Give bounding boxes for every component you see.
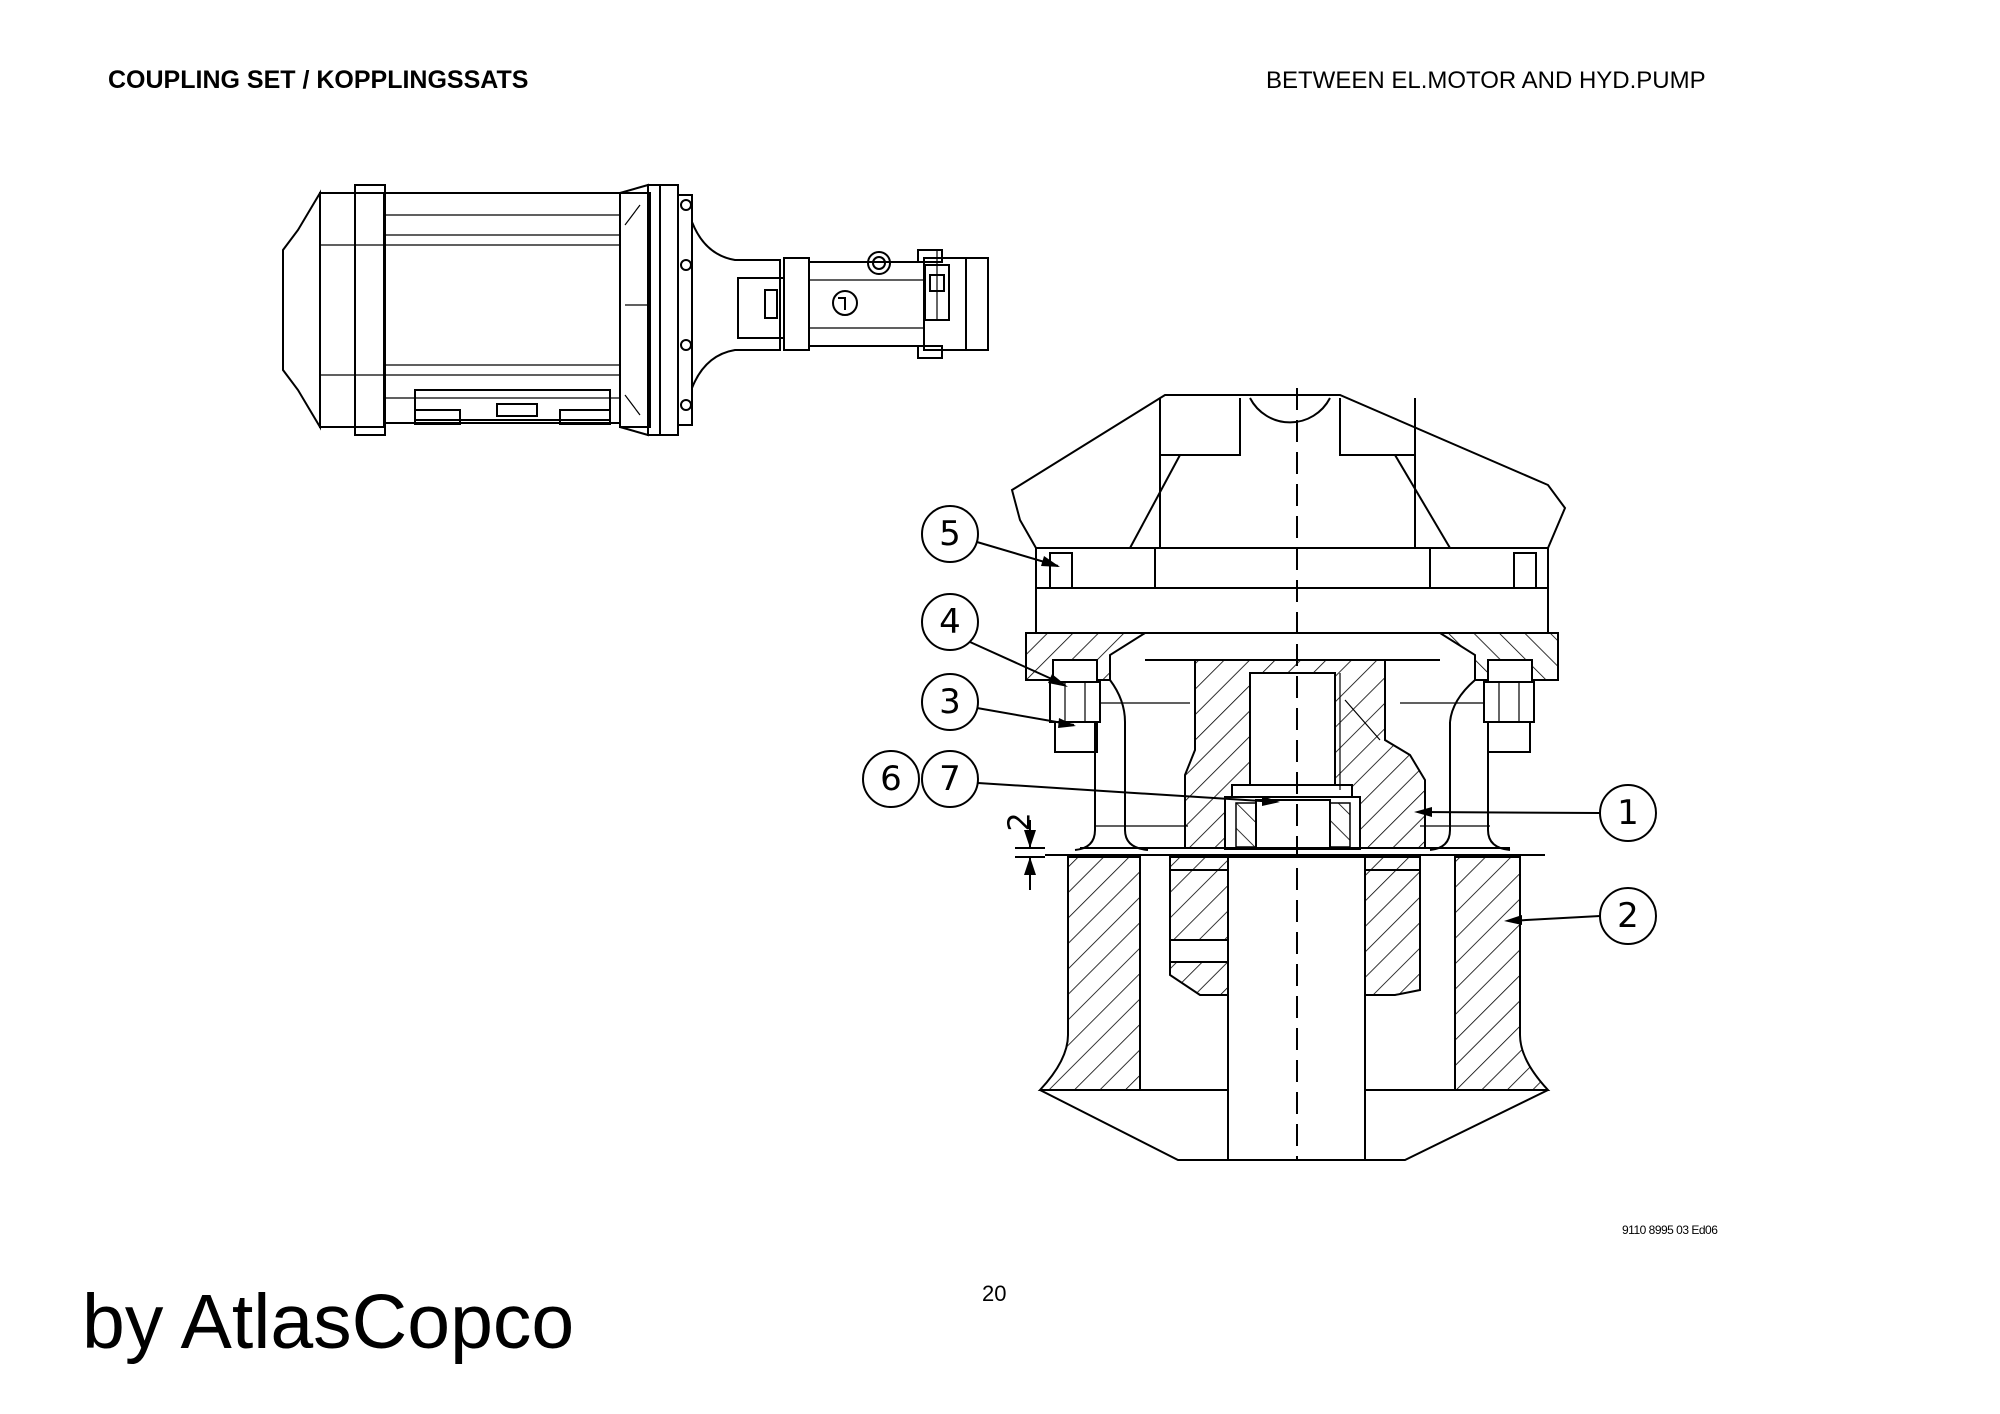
coupling-section-view: 2 (1003, 388, 1567, 1161)
motor-pump-overview (282, 183, 989, 437)
callout-3-label: 3 (939, 682, 961, 722)
page-subtitle: BETWEEN EL.MOTOR AND HYD.PUMP (1266, 67, 1706, 94)
callout-5: 5 (921, 505, 1060, 567)
callout-4-label: 4 (939, 602, 961, 642)
document-number: 9110 8995 03 Ed06 (1622, 1223, 1718, 1237)
callout-1-label: 1 (1617, 793, 1639, 833)
callout-1: 1 (1414, 784, 1657, 842)
callout-3: 3 (921, 673, 1076, 731)
page-title: COUPLING SET / KOPPLINGSSATS (108, 66, 529, 94)
dimension-value: 2 (1003, 812, 1038, 831)
callout-6: 6 (862, 750, 920, 808)
brand-footer: by AtlasCopco (82, 1279, 575, 1365)
page-number: 20 (982, 1281, 1007, 1306)
callout-5-label: 5 (939, 514, 961, 554)
callout-2: 2 (1504, 887, 1657, 945)
callout-7-label: 7 (939, 759, 961, 799)
callout-4: 4 (921, 593, 1068, 687)
callout-6-label: 6 (880, 759, 902, 799)
callout-7: 7 (921, 750, 1280, 808)
callout-2-label: 2 (1617, 896, 1639, 936)
callouts: 5 4 3 6 7 (862, 505, 1657, 945)
